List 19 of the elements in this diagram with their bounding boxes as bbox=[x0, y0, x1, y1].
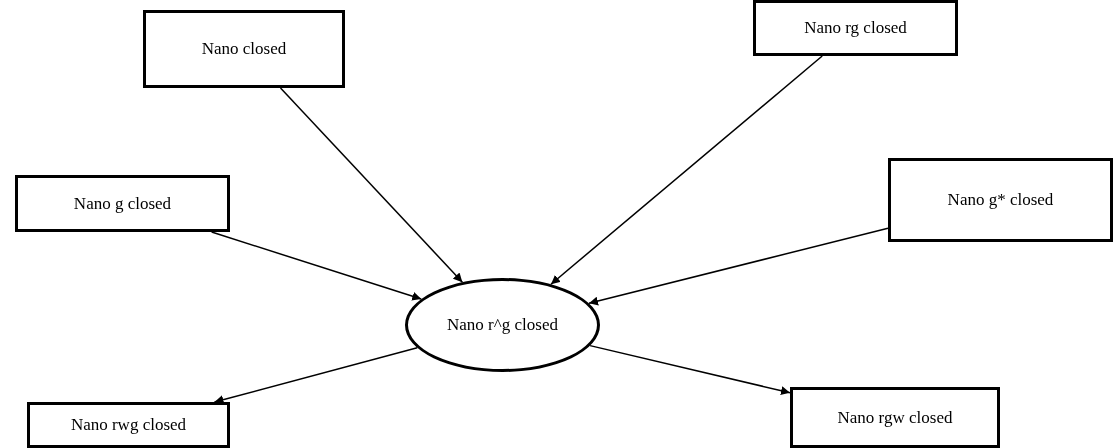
node-label: Nano rg closed bbox=[804, 18, 907, 38]
process-box bbox=[790, 387, 1000, 448]
node-label: Nano r^g closed bbox=[447, 315, 558, 335]
node-label: Nano g closed bbox=[73, 193, 172, 214]
arrow bbox=[279, 87, 464, 283]
arrow bbox=[589, 344, 791, 396]
node-label: Nano rwg closed bbox=[70, 415, 187, 435]
node-label: Nano rgw closed bbox=[837, 407, 953, 428]
process-box bbox=[143, 10, 345, 88]
arrow bbox=[550, 55, 823, 285]
arrow bbox=[588, 227, 889, 306]
process-box bbox=[753, 0, 958, 56]
arrow bbox=[213, 347, 418, 404]
node-label: Nano closed bbox=[201, 39, 287, 59]
node-label: Nano g* closed bbox=[947, 190, 1054, 210]
process-box bbox=[888, 158, 1113, 242]
process-box bbox=[27, 402, 230, 448]
arrow bbox=[210, 231, 422, 301]
process-box bbox=[15, 175, 230, 232]
